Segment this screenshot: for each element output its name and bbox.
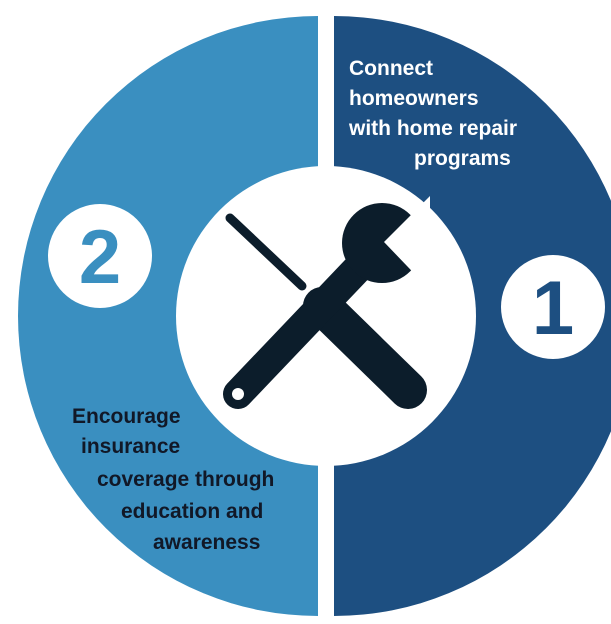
wrench-head-icon xyxy=(342,203,422,283)
segment-2-line-3: coverage through xyxy=(97,468,274,491)
segment-2-line-5: awareness xyxy=(153,531,260,554)
segment-1-line-4: programs xyxy=(414,147,511,170)
segment-2 xyxy=(18,16,318,616)
segment-1-text: Connect homeowners with home repair prog… xyxy=(348,57,517,170)
wrench-jaw-icon xyxy=(384,196,430,290)
segment-2-line-1: Encourage xyxy=(72,405,181,428)
screwdriver-blade-icon xyxy=(225,213,307,291)
wrench-shaft-icon xyxy=(223,251,375,409)
segment-1-line-1: Connect xyxy=(349,57,433,80)
screwdriver-handle-icon xyxy=(303,287,427,409)
number-1-label: 1 xyxy=(532,266,574,351)
segment-2-line-4: education and xyxy=(121,500,263,523)
segment-1-line-2: homeowners xyxy=(349,87,479,110)
number-badge-1: 1 xyxy=(501,255,605,359)
number-2-label: 2 xyxy=(79,215,121,300)
wrench-hole-icon xyxy=(232,388,244,400)
number-badge-2: 2 xyxy=(48,204,152,308)
wrench-and-screwdriver-icon xyxy=(223,196,430,409)
segment-2-text: Encourage insurance coverage through edu… xyxy=(72,405,274,554)
segment-2-line-2: insurance xyxy=(81,435,180,458)
segment-1-line-3: with home repair xyxy=(348,117,517,140)
